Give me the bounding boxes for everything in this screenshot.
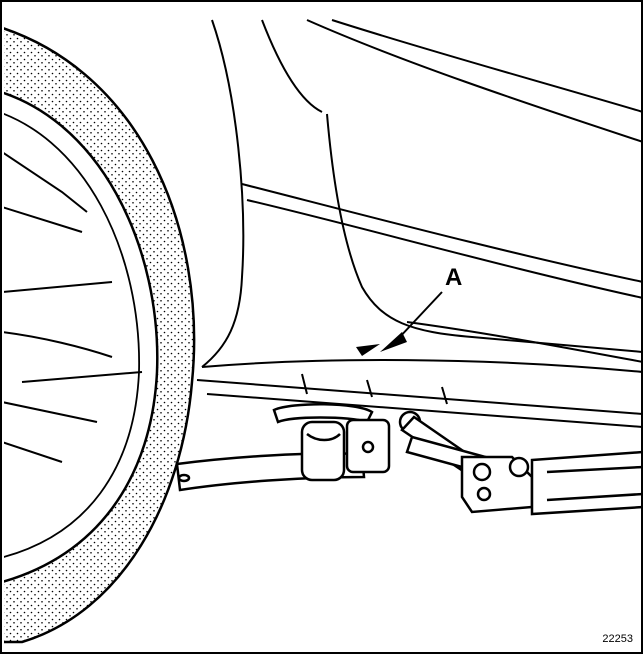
jack-drawing <box>175 402 641 516</box>
car-body-lines <box>196 19 641 428</box>
figure-reference-number: 22253 <box>602 633 633 645</box>
wheel-drawing <box>4 27 196 644</box>
callout-label-a: A <box>445 264 463 291</box>
callout-arrow <box>356 291 443 356</box>
